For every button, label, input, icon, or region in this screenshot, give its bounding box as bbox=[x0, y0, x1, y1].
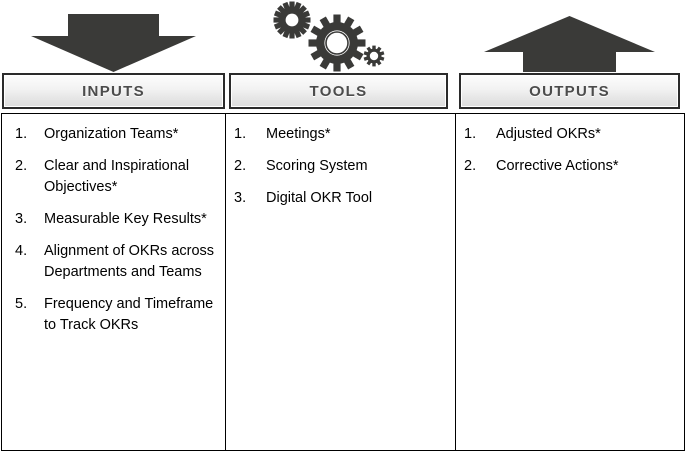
list-inputs: 1. Organization Teams* 2. Clear and Inspira… bbox=[2, 124, 217, 336]
down-arrow-icon bbox=[2, 0, 225, 72]
list-item-number: 4. bbox=[15, 243, 28, 260]
header-bar-inputs[interactable]: INPUTS bbox=[2, 73, 225, 109]
list-item-label: Scoring System bbox=[266, 158, 368, 175]
column-outputs: 1. Adjusted OKRs* 2. Corrective Actions* bbox=[456, 114, 684, 450]
list-item-label: Alignment of OKRs across Departments and… bbox=[44, 243, 215, 281]
content-table: 1. Organization Teams* 2. Clear and Inspira… bbox=[1, 113, 685, 451]
list-item: 2. Clear and Inspirational Objectives* bbox=[2, 156, 217, 198]
header-bar-row: INPUTS TOOLS OUTPUTS bbox=[0, 73, 687, 111]
list-item: 4. Alignment of OKRs across Departments a… bbox=[2, 241, 217, 283]
list-item: 2. Scoring System bbox=[226, 156, 447, 177]
list-item-number: 2. bbox=[15, 158, 28, 175]
gears-icon bbox=[229, 0, 448, 72]
list-item-label: Corrective Actions* bbox=[496, 158, 619, 175]
list-item: 2. Corrective Actions* bbox=[456, 156, 676, 177]
list-item-label: Frequency and Timeframe to Track OKRs bbox=[44, 296, 214, 334]
list-item-label: Measurable Key Results* bbox=[44, 211, 207, 228]
header-label-inputs: INPUTS bbox=[82, 82, 145, 100]
list-item-number: 3. bbox=[15, 211, 28, 228]
list-item-label: Adjusted OKRs* bbox=[496, 126, 601, 142]
icon-row bbox=[0, 0, 687, 72]
list-item-number: 2. bbox=[234, 158, 247, 175]
list-item-number: 1. bbox=[15, 126, 28, 142]
list-item: 3. Measurable Key Results* bbox=[2, 209, 217, 230]
header-label-outputs: OUTPUTS bbox=[529, 82, 610, 100]
list-item-number: 3. bbox=[234, 190, 247, 207]
list-item: 1. Meetings* bbox=[226, 124, 447, 145]
list-tools: 1. Meetings* 2. Scoring System 3. Digital OKR… bbox=[226, 124, 447, 209]
list-item-label: Organization Teams* bbox=[44, 126, 179, 142]
list-item-number: 5. bbox=[15, 296, 28, 313]
list-outputs: 1. Adjusted OKRs* 2. Corrective Actions* bbox=[456, 124, 676, 177]
list-item-number: 1. bbox=[234, 126, 247, 142]
list-item-number: 2. bbox=[464, 158, 477, 175]
column-tools: 1. Meetings* 2. Scoring System 3. Digital OKR… bbox=[226, 114, 456, 450]
list-item: 1. Adjusted OKRs* bbox=[456, 124, 676, 145]
list-item: 3. Digital OKR Tool bbox=[226, 188, 447, 209]
list-item-label: Digital OKR Tool bbox=[266, 190, 373, 207]
up-arrow-icon bbox=[459, 0, 680, 72]
list-item-label: Clear and Inspirational Objectives* bbox=[44, 158, 190, 196]
column-inputs: 1. Organization Teams* 2. Clear and Inspira… bbox=[2, 114, 226, 450]
list-item: 5. Frequency and Timeframe to Track OKRs bbox=[2, 294, 217, 336]
header-bar-outputs[interactable]: OUTPUTS bbox=[459, 73, 680, 109]
list-item-number: 1. bbox=[464, 126, 477, 142]
header-label-tools: TOOLS bbox=[309, 82, 368, 100]
header-bar-tools[interactable]: TOOLS bbox=[229, 73, 448, 109]
list-item-label: Meetings* bbox=[266, 126, 331, 142]
list-item: 1. Organization Teams* bbox=[2, 124, 217, 145]
